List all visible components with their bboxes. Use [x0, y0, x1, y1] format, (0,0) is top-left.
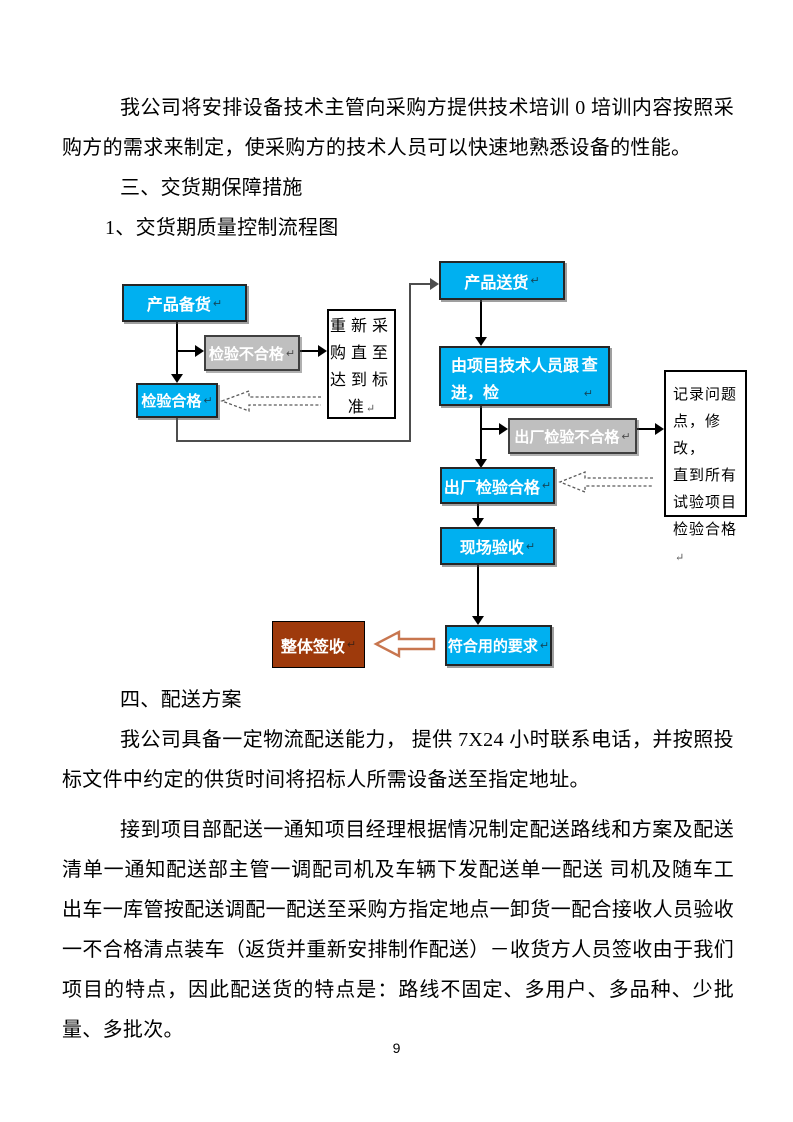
paragraph-delivery-capability: 我公司具备一定物流配送能力， 提供 7X24 小时联系电话，并按照投标文件中约定… — [62, 729, 734, 791]
connector-line — [477, 565, 479, 617]
arrowhead-right-icon — [195, 345, 204, 357]
flow-node-record-issues: 记录问题 点，修改， 直到所有 试验项目 检验合格↵ — [664, 370, 747, 564]
flow-node-factory-inspect-pass: 出厂检验合格↵ — [440, 467, 555, 504]
connector-line — [300, 350, 319, 352]
flowchart-delivery-quality-control: 产品备货↵ 检验不合格↵ 重新采 购直至 达到标 准↵ 检验合格↵ 产品送货↵ … — [122, 261, 747, 668]
paragraph-mark: ↵ — [285, 347, 296, 360]
paragraph-intro: 我公司将安排设备技术主管向采购方提供技术培训 0 培训内容按照采购方的需求来制定… — [62, 97, 734, 159]
arrowhead-right-icon — [430, 278, 439, 290]
connector-line — [177, 350, 196, 352]
arrowhead-down-icon — [472, 616, 484, 625]
heading-section-3: 三、交货期保障措施 — [120, 177, 303, 199]
page-number: 9 — [392, 1040, 401, 1056]
paragraph-mark: ↵ — [203, 395, 213, 407]
paragraph-mark: ↵ — [675, 552, 686, 564]
arrowhead-down-icon — [475, 337, 487, 346]
connector-line — [409, 283, 411, 442]
paragraph-mark: ↵ — [621, 430, 631, 443]
flow-node-inspect-pass: 检验合格↵ — [136, 383, 218, 418]
paragraph-mark: ↵ — [539, 640, 550, 652]
connector-line — [176, 440, 411, 442]
flow-node-site-acceptance: 现场验收↵ — [440, 527, 555, 565]
flow-node-product-delivery: 产品送货↵ — [439, 261, 565, 300]
heading-section-4: 四、配送方案 — [120, 689, 242, 711]
flow-node-overall-sign-off: 整体签收↵ — [272, 621, 365, 668]
paragraph-delivery-process: 接到项目部配送一通知项目经理根据情况制定配送路线和方案及配送清单一通知配送部主管… — [62, 819, 734, 1041]
connector-line — [409, 283, 431, 285]
connector-line — [481, 428, 500, 430]
connector-line — [176, 322, 178, 375]
block-arrow-left-icon — [373, 630, 436, 658]
flow-node-factory-inspect-fail: 出厂检验不合格↵ — [508, 418, 637, 454]
connector-line — [480, 300, 482, 338]
connector-line — [176, 417, 178, 442]
flow-node-inspect-fail: 检验不合格↵ — [204, 335, 300, 371]
arrowhead-right-icon — [499, 423, 508, 435]
arrowhead-right-icon — [655, 423, 664, 435]
list-item-flowchart-title: 1、交货期质量控制流程图 — [105, 217, 339, 239]
arrowhead-right-icon — [318, 345, 327, 357]
paragraph-mark: ↵ — [541, 480, 552, 492]
connector-line — [477, 504, 479, 519]
flow-node-tech-follow-up: 由项目技术人员跟进，检 查↵ — [439, 346, 610, 406]
arrowhead-down-icon — [475, 459, 487, 468]
paragraph-mark: ↵ — [583, 388, 593, 400]
arrowhead-down-icon — [171, 374, 183, 383]
paragraph-mark: ↵ — [525, 540, 536, 553]
paragraph-mark: ↵ — [530, 275, 540, 287]
flow-node-meet-requirements: 符合用的要求↵ — [445, 625, 552, 666]
flow-node-repurchase: 重新采 购直至 达到标 准↵ — [327, 309, 396, 419]
dashed-return-arrow-icon — [558, 471, 653, 493]
paragraph-mark: ↵ — [346, 639, 357, 651]
paragraph-mark: ↵ — [365, 403, 376, 415]
flow-node-product-stock: 产品备货↵ — [122, 284, 247, 322]
arrowhead-down-icon — [472, 518, 484, 527]
connector-line — [637, 428, 656, 430]
connector-line — [480, 406, 482, 460]
dashed-return-arrow-icon — [220, 390, 321, 412]
paragraph-mark: ↵ — [212, 297, 223, 310]
